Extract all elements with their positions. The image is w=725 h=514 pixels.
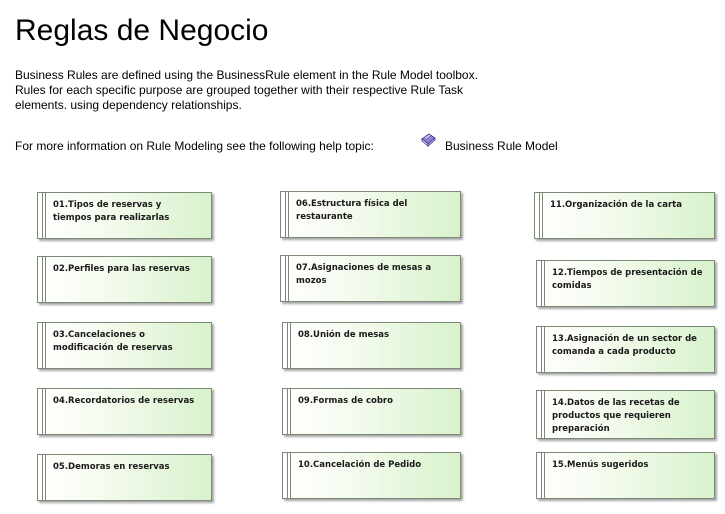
- more-info-text: For more information on Rule Modeling se…: [15, 139, 374, 153]
- rule-label: 12.Tiempos de presentación de comidas: [552, 268, 703, 291]
- business-rule-03[interactable]: 03.Cancelaciones o modificación de reser…: [37, 322, 212, 369]
- rule-label: 13.Asignación de un sector de comanda a …: [552, 334, 697, 357]
- help-book-icon[interactable]: [420, 133, 436, 149]
- rule-label: 11.Organización de la carta: [550, 200, 682, 210]
- business-rule-01[interactable]: 01.Tipos de reservas y tiempos para real…: [37, 192, 212, 239]
- description-line: elements. using dependency relationships…: [15, 98, 242, 112]
- rule-label: 14.Datos de las recetas de productos que…: [552, 398, 680, 434]
- description-line: Business Rules are defined using the Bus…: [15, 68, 478, 82]
- rule-label: 06.Estructura física del restaurante: [296, 199, 408, 222]
- rule-label: 15.Menús sugeridos: [552, 460, 649, 470]
- business-rule-13[interactable]: 13.Asignación de un sector de comanda a …: [536, 326, 715, 373]
- rule-label: 05.Demoras en reservas: [53, 462, 170, 472]
- description: Business Rules are defined using the Bus…: [15, 68, 515, 113]
- rule-label: 03.Cancelaciones o modificación de reser…: [53, 330, 173, 353]
- business-rule-04[interactable]: 04.Recordatorios de reservas: [37, 388, 212, 435]
- business-rule-10[interactable]: 10.Cancelación de Pedido: [282, 452, 461, 499]
- rule-label: 01.Tipos de reservas y tiempos para real…: [53, 200, 170, 223]
- business-rule-15[interactable]: 15.Menús sugeridos: [536, 452, 715, 499]
- business-rule-09[interactable]: 09.Formas de cobro: [282, 388, 461, 435]
- business-rule-02[interactable]: 02.Perfiles para las reservas: [37, 256, 212, 303]
- help-topic-link[interactable]: Business Rule Model: [445, 139, 558, 153]
- business-rule-11[interactable]: 11.Organización de la carta: [534, 192, 715, 239]
- diagram-title: Reglas de Negocio: [15, 14, 269, 47]
- business-rule-07[interactable]: 07.Asignaciones de mesas a mozos: [280, 255, 461, 302]
- business-rule-05[interactable]: 05.Demoras en reservas: [37, 454, 212, 501]
- business-rule-14[interactable]: 14.Datos de las recetas de productos que…: [536, 390, 715, 439]
- business-rule-08[interactable]: 08.Unión de mesas: [282, 322, 461, 369]
- business-rule-12[interactable]: 12.Tiempos de presentación de comidas: [536, 260, 715, 307]
- business-rule-06[interactable]: 06.Estructura física del restaurante: [280, 191, 461, 238]
- rule-label: 09.Formas de cobro: [298, 396, 393, 406]
- rule-label: 08.Unión de mesas: [298, 330, 390, 340]
- rule-label: 02.Perfiles para las reservas: [53, 264, 190, 274]
- rule-label: 04.Recordatorios de reservas: [53, 396, 195, 406]
- rule-label: 07.Asignaciones de mesas a mozos: [296, 263, 432, 286]
- rule-label: 10.Cancelación de Pedido: [298, 460, 422, 470]
- description-line: Rules for each specific purpose are grou…: [15, 83, 464, 97]
